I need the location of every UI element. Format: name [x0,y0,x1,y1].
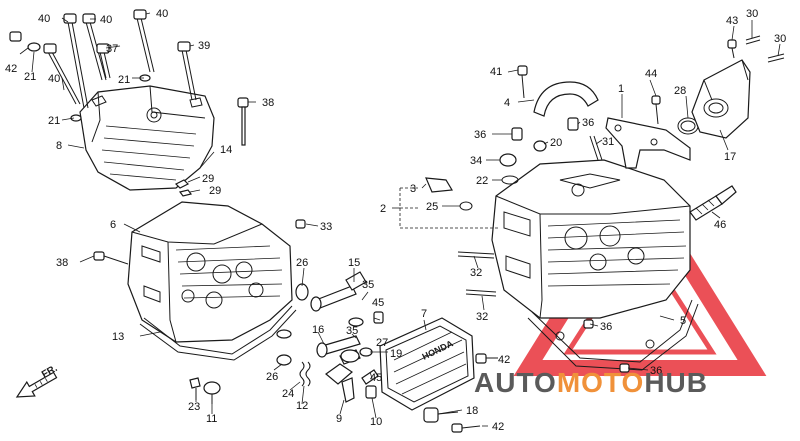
callout-40-d: 40 [48,73,60,85]
callout-10: 10 [370,416,382,428]
callout-6: 6 [110,219,116,231]
callout-24: 24 [282,388,294,400]
callout-36-c: 36 [600,321,612,333]
callout-43: 43 [726,15,738,27]
callout-19: 19 [390,348,402,360]
callout-21-c: 21 [48,115,60,127]
callout-30-b: 30 [774,33,786,45]
clips-29 [174,179,193,197]
callout-45-a: 45 [372,297,384,309]
callout-40-c: 40 [156,8,168,20]
cylinder-head-right [491,159,691,319]
callout-42-a: 42 [5,63,17,75]
bottom-bolts-right [583,319,630,373]
callout-46: 46 [714,219,726,231]
callout-38-b: 38 [56,257,68,269]
spark-plug [689,185,737,221]
upper-right-parts [517,35,785,169]
callout-45-b: 45 [370,372,382,384]
callout-35-b: 35 [346,325,358,337]
callout-7: 7 [421,308,427,320]
callout-31: 31 [602,136,614,148]
callout-labels: 40 40 40 42 21 37 39 21 40 21 38 8 14 29… [5,8,786,433]
callout-39: 39 [198,40,210,52]
callout-29-a: 29 [202,173,214,185]
callout-3: 3 [410,183,416,195]
callout-41: 41 [490,66,502,78]
cylinder-head-cover [79,85,215,191]
camshaft-parts [276,271,384,403]
callout-8: 8 [56,140,62,152]
callout-16: 16 [312,324,324,336]
callout-20: 20 [550,137,562,149]
side-cover: HONDA [379,317,475,411]
bolts-18-42 [423,353,498,433]
callout-26-a: 26 [296,257,308,269]
watermark-text-auto: AUTO [474,367,557,398]
callout-36-a: 36 [474,129,486,141]
callout-30-a: 30 [746,8,758,20]
svg-text:AUTOMOTOHUB: AUTOMOTOHUB [474,367,708,398]
callout-33: 33 [320,221,332,233]
callout-2: 2 [380,203,386,215]
callout-26-b: 26 [266,371,278,383]
callout-28: 28 [674,85,686,97]
callout-32-a: 32 [470,267,482,279]
callout-29-b: 29 [209,185,221,197]
head-cover-bolts [9,9,249,146]
front-direction-indicator: FR. [15,363,60,398]
callout-36-d: 36 [650,365,662,377]
cylinder-head-left [93,201,306,343]
callout-11: 11 [206,413,217,425]
callout-38-a: 38 [262,97,274,109]
callout-21-a: 21 [24,71,36,83]
callout-40-b: 40 [100,14,112,26]
callout-40-a: 40 [38,13,50,25]
callout-36-b: 36 [582,117,594,129]
callout-25: 25 [426,201,438,213]
callout-5: 5 [680,315,686,327]
callout-34: 34 [470,155,482,167]
callout-1: 1 [618,83,624,95]
callout-15: 15 [348,257,360,269]
watermark-text-hub: HUB [644,367,708,398]
callout-4: 4 [504,97,510,109]
stud-bolts-32 [457,251,497,297]
callout-21-b: 21 [118,74,130,86]
callout-42-c: 42 [498,354,510,366]
leader-lines [19,12,781,427]
callout-27: 27 [376,337,388,349]
callout-18: 18 [466,405,478,417]
watermark-logo: AUTOMOTOHUB [474,367,708,398]
callout-44: 44 [645,68,657,80]
callout-13: 13 [112,331,124,343]
head-gasket-right [527,299,699,371]
valve-parts [425,117,603,211]
callout-37: 37 [106,43,118,55]
callout-32-b: 32 [476,311,488,323]
callout-12: 12 [296,400,308,412]
callout-23: 23 [188,401,200,413]
head-gasket-left [139,305,297,361]
callout-22: 22 [476,175,488,187]
callout-35-a: 35 [362,279,374,291]
callout-17: 17 [724,151,736,163]
callout-42-b: 42 [492,421,504,433]
watermark-text-moto: MOTO [557,367,644,398]
callout-14: 14 [220,144,232,156]
callout-9: 9 [336,413,342,425]
